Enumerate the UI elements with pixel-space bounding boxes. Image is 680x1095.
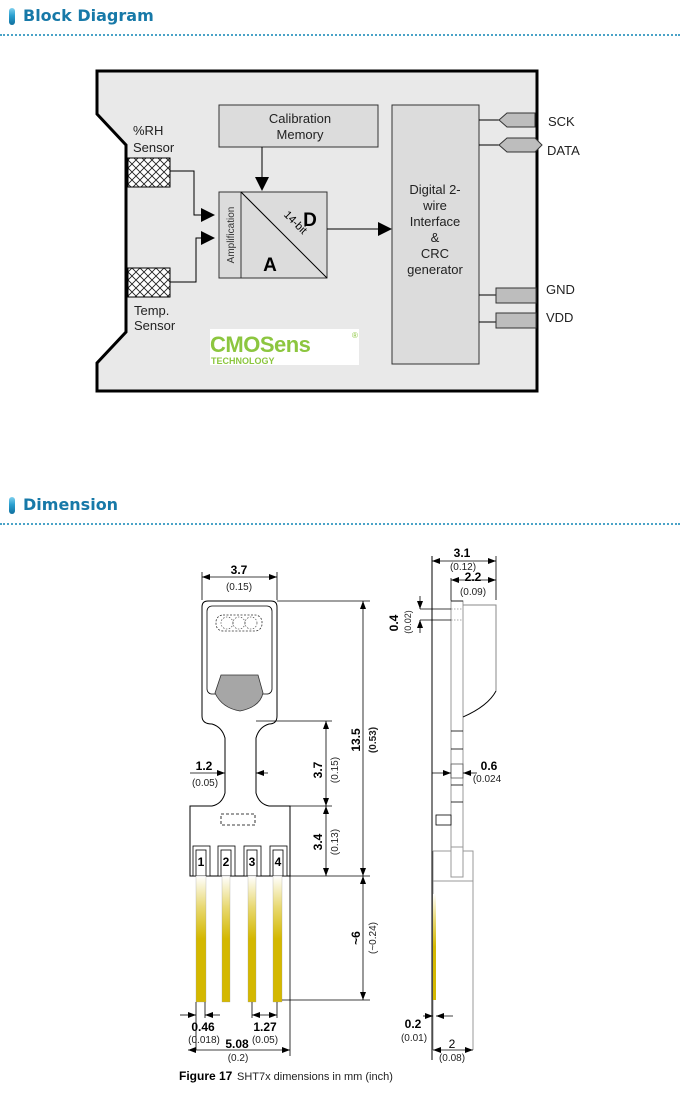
- dim-side-pcb-in: (0.024: [473, 774, 502, 785]
- interface-line-6: generator: [407, 262, 463, 277]
- heading-bullet-icon: [9, 497, 15, 514]
- amplification-label: Amplification: [226, 207, 237, 264]
- base-marking: [220, 813, 256, 826]
- calibration-label-1: Calibration: [269, 111, 331, 126]
- temp-sensor-label-1: Temp.: [134, 303, 169, 318]
- figure-caption-text: SHT7x dimensions in mm (inch): [237, 1071, 393, 1083]
- dim-neck-length-mm: 3.7: [311, 761, 325, 778]
- interface-label: Digital 2- wire Interface & CRC generato…: [407, 182, 463, 277]
- pin-number-1: 1: [198, 855, 205, 869]
- dim-lead-length-in: (~0.24): [368, 922, 379, 954]
- logo-background: [210, 329, 359, 365]
- dim-side-total-in: (0.12): [450, 562, 476, 573]
- rh-sensor-element: [127, 157, 171, 188]
- side-cap: [462, 604, 497, 718]
- dotted-divider: [0, 34, 680, 36]
- dim-side-base-in: (0.08): [439, 1053, 465, 1064]
- dim-total-length-in: (0.53): [368, 727, 379, 753]
- dim-neck-width-in: (0.05): [192, 778, 218, 789]
- dim-base-length-mm: 3.4: [311, 833, 325, 850]
- interface-line-1: Digital 2-: [409, 182, 460, 197]
- dim-side-gap-in: (0.02): [403, 610, 413, 634]
- logo-sub-text: TECHNOLOGY: [211, 356, 275, 366]
- side-pcb: [450, 600, 464, 848]
- interface-line-3: Interface: [410, 214, 461, 229]
- adc-d-label: D: [303, 210, 317, 231]
- side-marking: [435, 814, 452, 826]
- adc-a-label: A: [263, 255, 277, 276]
- lead-4: [272, 875, 283, 1003]
- rh-sensor-label-1: %RH: [133, 123, 163, 138]
- gnd-label: GND: [546, 282, 575, 297]
- dim-lead-width-in: (0.018): [188, 1035, 220, 1046]
- figure-caption-label: Figure 17: [179, 1069, 233, 1083]
- dim-lead-length-mm: ~6: [349, 931, 363, 945]
- dim-side-pcb-mm: 0.6: [481, 759, 498, 773]
- dim-neck-width-mm: 1.2: [196, 759, 213, 773]
- dim-pitch-mm: 1.27: [253, 1020, 277, 1034]
- vdd-pin: [495, 312, 537, 329]
- rh-sensor-label-2: Sensor: [133, 140, 175, 155]
- lead-3: [247, 875, 257, 1003]
- gnd-pin: [495, 287, 537, 304]
- dim-body-width-in: (0.2): [228, 1053, 249, 1064]
- dim-side-total-mm: 3.1: [454, 546, 471, 560]
- dim-side-cap-in: (0.09): [460, 587, 486, 598]
- section-header-dimension: Dimension: [0, 489, 680, 525]
- dim-side-cap-mm: 2.2: [465, 570, 482, 584]
- dim-top-width-mm: 3.7: [231, 563, 248, 577]
- section-title: Block Diagram: [23, 6, 154, 25]
- heading-bullet-icon: [9, 8, 15, 25]
- temp-sensor-label-2: Sensor: [134, 318, 176, 333]
- dim-pitch-in: (0.05): [252, 1035, 278, 1046]
- dotted-divider: [0, 523, 680, 525]
- sensor-body-outline: [189, 600, 291, 877]
- dim-side-base-mm: 2: [449, 1037, 456, 1051]
- dim-body-width-mm: 5.08: [225, 1037, 249, 1051]
- pin-number-4: 4: [275, 855, 282, 869]
- pin-number-3: 3: [249, 855, 256, 869]
- calibration-label-2: Memory: [277, 127, 324, 142]
- pin-group: 1 2 3 4: [192, 845, 288, 1003]
- rh-signal-line: [170, 170, 215, 222]
- temp-sensor-element: [127, 267, 171, 298]
- sck-pin: [498, 112, 536, 128]
- block-diagram: %RH Sensor Temp. Sensor Calibration Memo…: [95, 69, 580, 393]
- dim-top-width-in: (0.15): [226, 582, 252, 593]
- sensor-window: [215, 614, 263, 632]
- calibration-memory-block: [218, 104, 379, 148]
- sensor-chip-dome: [214, 674, 264, 712]
- lead-1: [195, 875, 207, 1003]
- lead-2: [221, 875, 231, 1003]
- section-title: Dimension: [23, 495, 119, 514]
- dim-side-lead-in: (0.01): [401, 1033, 427, 1044]
- logo-registered: ®: [352, 331, 358, 340]
- dim-neck-length-in: (0.15): [330, 757, 341, 783]
- interface-line-2: wire: [422, 198, 447, 213]
- data-pin: [498, 137, 543, 153]
- side-lead: [433, 894, 436, 1000]
- vdd-label: VDD: [546, 310, 573, 325]
- temp-signal-line: [170, 231, 215, 283]
- interface-line-4: &: [431, 230, 440, 245]
- data-label: DATA: [547, 143, 580, 158]
- dim-side-lead-mm: 0.2: [405, 1017, 422, 1031]
- dim-side-gap-mm: 0.4: [387, 614, 401, 631]
- logo-main-text: CMOSens: [210, 332, 311, 357]
- dim-lead-width-mm: 0.46: [191, 1020, 215, 1034]
- interface-block: [391, 104, 480, 365]
- interface-line-5: CRC: [421, 246, 449, 261]
- cmosens-logo: CMOSens ® TECHNOLOGY: [210, 329, 359, 366]
- dim-base-length-in: (0.13): [330, 829, 341, 855]
- sck-label: SCK: [548, 114, 575, 129]
- pin-number-2: 2: [223, 855, 230, 869]
- dimension-drawing: 3.7 (0.15) 1 2 3 4 1.2 (0.05) 3.7 (0: [179, 546, 502, 1083]
- dim-total-length-mm: 13.5: [349, 728, 363, 752]
- adc-diagonal: [240, 191, 328, 279]
- section-header-block-diagram: Block Diagram: [0, 0, 680, 36]
